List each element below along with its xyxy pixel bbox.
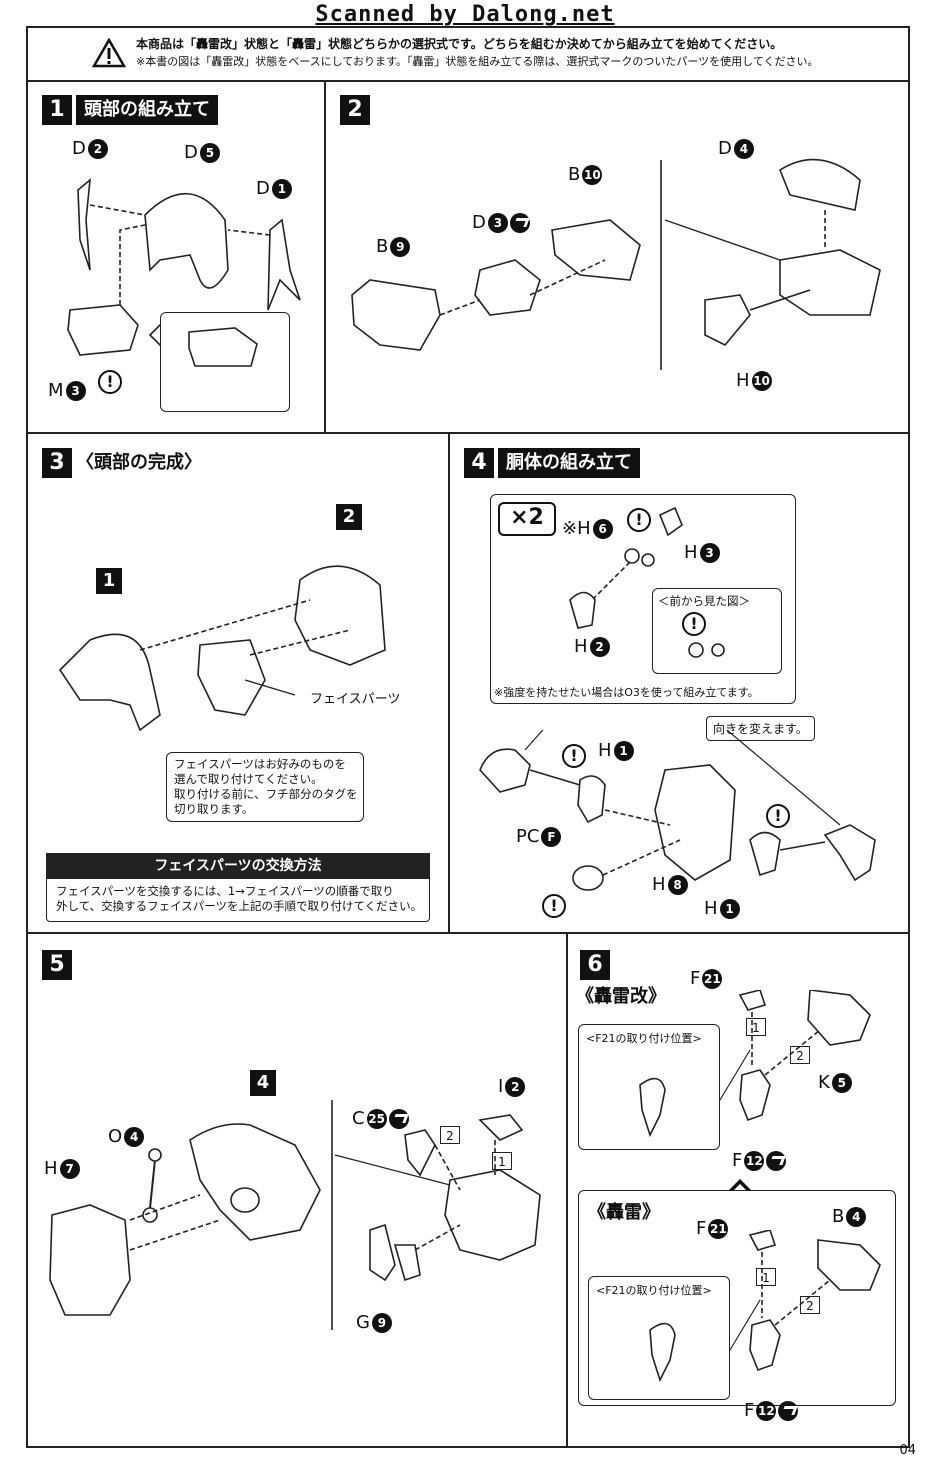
step-6-kai-illustration: [639, 990, 871, 1138]
step-5-torso-illustration: [49, 1100, 541, 1330]
alt-part-e10-illustration: [188, 327, 258, 367]
step-2-head-assembly-illustration: [351, 158, 881, 370]
step-5-ref-4: 4: [250, 1070, 276, 1096]
step-1-title: 頭部の組み立て: [76, 95, 218, 125]
selection-mark-icon: [509, 212, 530, 233]
step-4-joint-illustration: [569, 506, 725, 658]
step-3-head-complete-illustration: [58, 565, 386, 732]
step-6-rai-illustration: [649, 1230, 881, 1383]
step-3-ref-1: 1: [96, 568, 122, 594]
step-4-title: 胴体の組み立て: [498, 448, 640, 478]
caution-icon: !: [766, 804, 790, 828]
selection-mark-icon: [778, 1400, 799, 1421]
strength-note: ※強度を持たせたい場合はO3を使って組み立てます。: [494, 686, 759, 699]
order-number-1: 1: [492, 1152, 512, 1170]
notice-line-1: 本商品は「轟雷改」状態と「轟雷」状態どちらかの選択式です。どちらを組むか決めてか…: [136, 37, 783, 51]
face-parts-label: フェイスパーツ: [310, 692, 401, 707]
step-6-title-kai: 《轟雷改》: [576, 986, 666, 1007]
f21-position-title-b: <F21の取り付け位置>: [596, 1284, 712, 1297]
page-number: 04: [899, 1443, 916, 1458]
face-parts-note-box: [166, 752, 364, 822]
step-6-number: 6: [580, 950, 610, 980]
caution-icon: !: [562, 744, 586, 768]
front-view-title: ＜前から見た図＞: [658, 594, 750, 608]
watermark-text: Scanned by Dalong.net: [315, 2, 615, 27]
face-exchange-title: フェイスパーツの交換方法: [46, 853, 430, 879]
step-3-number: 3: [42, 448, 72, 478]
face-exchange-note: フェイスパーツを交換するには、1→フェイスパーツの順番で取り 外して、交換するフ…: [56, 884, 423, 913]
face-parts-note: フェイスパーツはお好みのものを 選んで取り付けてください。 取り付ける前に、フチ…: [174, 757, 358, 816]
face-exchange-box: [46, 878, 430, 922]
step-5-number: 5: [42, 950, 72, 980]
times-two-badge: ×2: [498, 502, 556, 536]
notice-line-2: ※本書の図は「轟雷改」状態をベースにしております。「轟雷」状態を組み立てる際は、…: [136, 55, 819, 68]
step-3-title: 〈頭部の完成〉: [76, 452, 202, 473]
step-4-number: 4: [464, 448, 494, 478]
step-2-number: 2: [340, 95, 370, 125]
selection-mark-icon: [388, 1108, 409, 1129]
f21-position-title-a: <F21の取り付け位置>: [586, 1032, 702, 1045]
step-4-torso-illustration: [479, 730, 876, 891]
step-3-ref-2: 2: [336, 504, 362, 530]
order-number-1: 1: [746, 1018, 766, 1036]
order-number-1: 1: [756, 1268, 776, 1286]
step-6-title-rai: 《轟雷》: [588, 1202, 660, 1223]
panel-step-6: [566, 932, 910, 1448]
step-1-number: 1: [42, 95, 72, 125]
turn-note: 向きを変えます。: [706, 716, 815, 741]
warning-triangle-icon: [92, 38, 126, 68]
step-1-head-illustration: [67, 178, 301, 356]
caution-icon: !: [98, 370, 122, 394]
caution-icon: !: [542, 894, 566, 918]
caution-icon: !: [627, 508, 651, 532]
selection-mark-icon: [766, 1150, 787, 1171]
front-view-box: [652, 588, 782, 674]
caution-icon: !: [682, 612, 706, 636]
order-number-2: 2: [440, 1126, 460, 1144]
